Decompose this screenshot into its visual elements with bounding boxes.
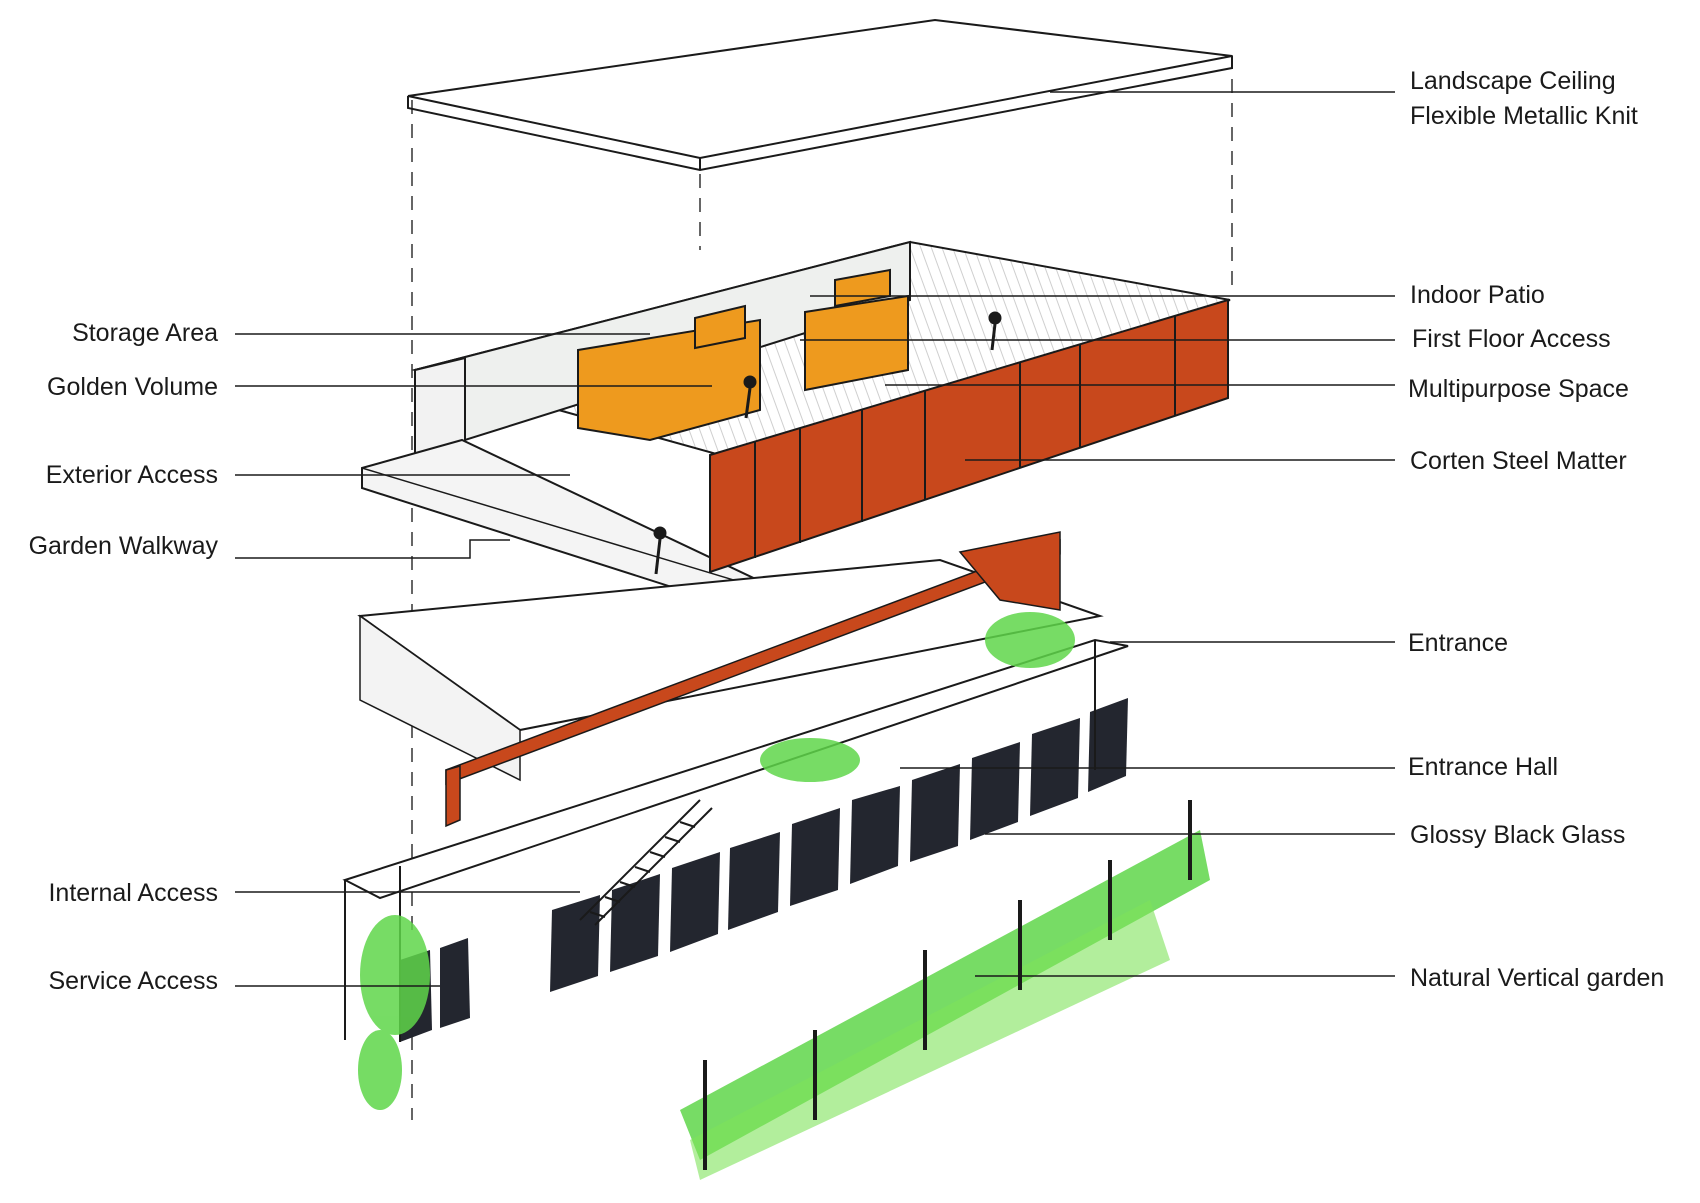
- corten-steel-wall: [709, 298, 1229, 574]
- label-garden-walkway: Garden Walkway: [28, 532, 218, 560]
- first-floor-volume: [361, 240, 1231, 630]
- label-internal-access: Internal Access: [48, 879, 218, 907]
- internal-stair: [579, 799, 713, 926]
- label-storage-area: Storage Area: [72, 319, 218, 347]
- label-entrance: Entrance: [1408, 629, 1509, 657]
- person-figures: [653, 311, 1002, 575]
- label-exterior-access: Exterior Access: [45, 461, 218, 489]
- golden-volume-block-3: [804, 294, 909, 392]
- label-flexible-metallic-knit: Flexible Metallic Knit: [1410, 102, 1638, 130]
- label-multipurpose-space: Multipurpose Space: [1408, 375, 1629, 403]
- label-service-access: Service Access: [48, 967, 218, 995]
- natural-vertical-garden: [680, 800, 1210, 1180]
- golden-volume-block-2: [694, 304, 746, 350]
- leader-lines: [235, 91, 1395, 987]
- label-entrance-hall: Entrance Hall: [1408, 753, 1559, 781]
- garden-foliage: [358, 612, 1075, 1110]
- landscape-ceiling-plate: [407, 18, 1233, 172]
- label-natural-vertical-garden: Natural Vertical garden: [1410, 964, 1665, 992]
- label-first-floor-access: First Floor Access: [1412, 325, 1611, 353]
- label-corten-steel-matter: Corten Steel Matter: [1410, 447, 1627, 475]
- label-landscape-ceiling: Landscape Ceiling: [1410, 67, 1616, 95]
- ground-floor-bar: [342, 638, 1129, 1042]
- ground-floor-slab: [357, 531, 1104, 828]
- label-indoor-patio: Indoor Patio: [1410, 281, 1545, 309]
- label-glossy-black-glass: Glossy Black Glass: [1410, 821, 1626, 849]
- label-golden-volume: Golden Volume: [47, 373, 218, 401]
